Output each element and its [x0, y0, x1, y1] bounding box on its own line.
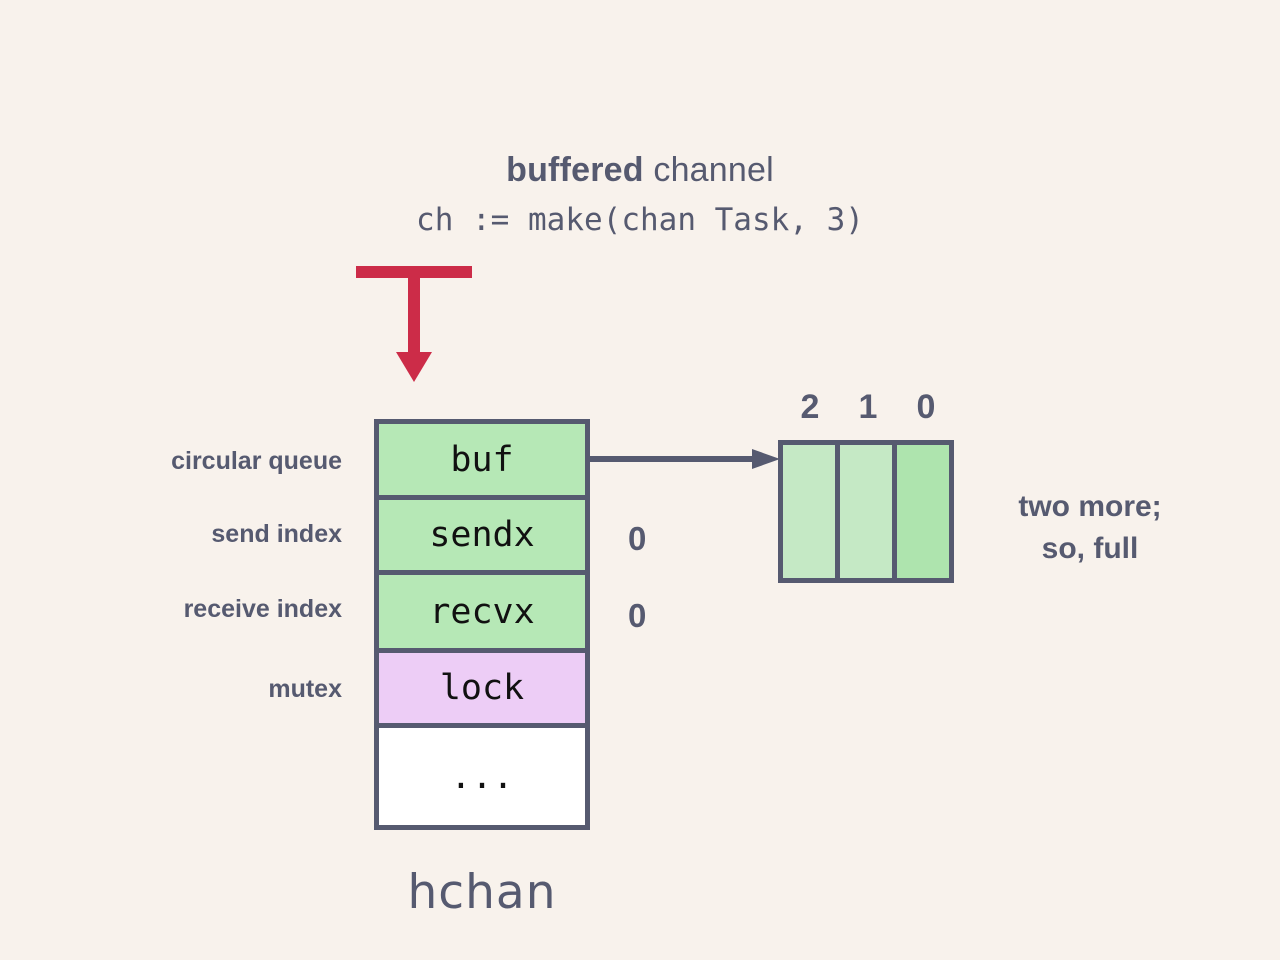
hchan-row-ellipsis: ... [379, 728, 585, 825]
label-mutex: mutex [268, 675, 342, 703]
title-rest-word: channel [643, 151, 774, 189]
buffer-cell-0 [897, 445, 949, 578]
buffer-caption: two more; so, full [975, 486, 1205, 570]
hchan-row-recvx: recvx [379, 575, 585, 653]
code-line: ch := make(chan Task, 3) [416, 202, 864, 238]
buffer-cell-1 [840, 445, 892, 578]
recvx-value: 0 [628, 597, 647, 634]
label-circular-queue: circular queue [171, 447, 342, 475]
hchan-caption: hchan [407, 865, 557, 920]
hchan-row-lock: lock [379, 653, 585, 728]
buffer-index-0: 0 [916, 388, 936, 426]
buffer-array [778, 440, 954, 583]
buffer-index-1: 1 [858, 388, 878, 426]
buffer-caption-line-2: so, full [1041, 532, 1139, 565]
label-receive-index: receive index [183, 595, 342, 623]
buffer-cell-2 [783, 445, 835, 578]
title-bold-word: buffered [506, 151, 644, 189]
buf-to-buffer-arrow-icon [588, 449, 780, 469]
hchan-struct-box: buf sendx recvx lock ... [374, 419, 590, 830]
sendx-value: 0 [628, 520, 647, 557]
buffer-index-2: 2 [800, 388, 820, 426]
buffer-caption-line-1: two more; [1018, 490, 1162, 523]
red-down-arrow-icon [356, 266, 472, 382]
label-send-index: send index [211, 520, 342, 548]
hchan-row-sendx: sendx [379, 500, 585, 575]
page-title: buffered channel [0, 148, 1280, 192]
hchan-row-buf: buf [379, 424, 585, 500]
